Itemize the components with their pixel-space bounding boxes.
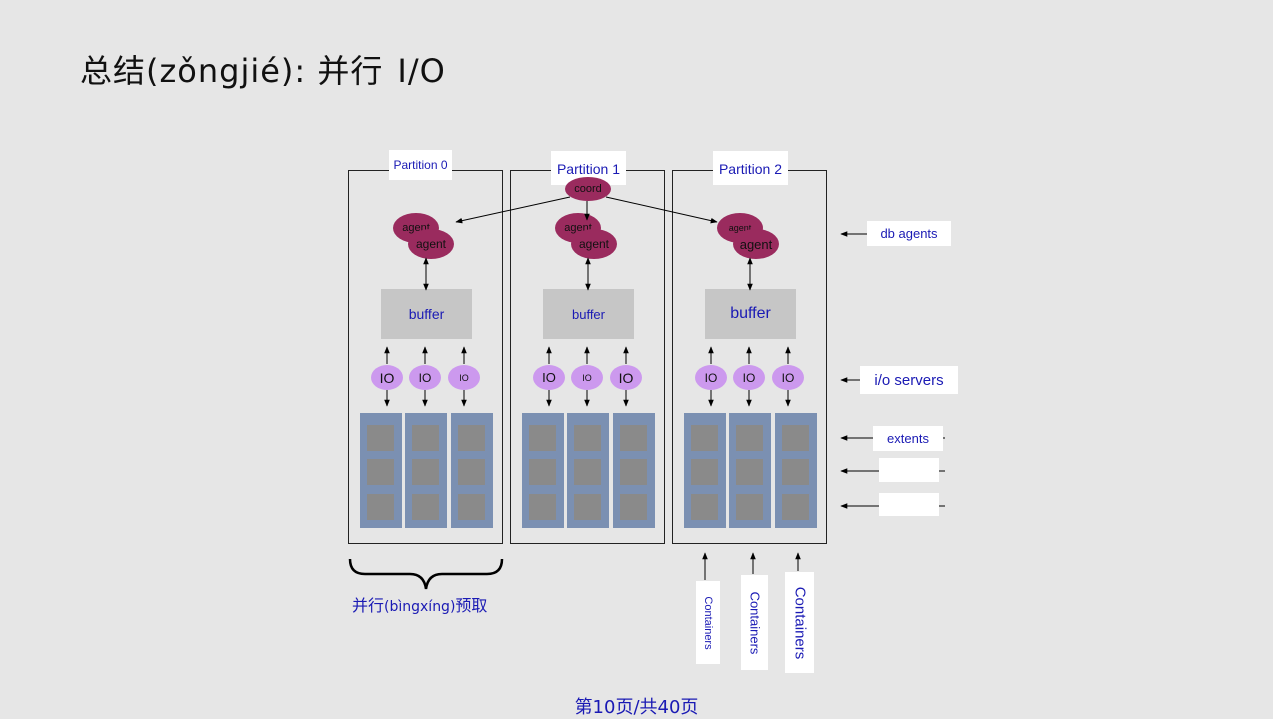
extent — [367, 425, 394, 451]
extent — [782, 494, 809, 520]
extent — [412, 494, 439, 520]
container-p1-0 — [522, 413, 564, 528]
partition-2-agent-front: agent — [733, 229, 779, 259]
prefetch-caption-b: (bìngxíng) — [384, 599, 456, 615]
partition-0-io-0: IO — [371, 365, 403, 390]
db-agents-label: db agents — [867, 221, 951, 246]
containers-label-2-text: Containers — [791, 586, 808, 659]
partition-2-io-1: IO — [733, 365, 765, 390]
extent — [736, 494, 763, 520]
partition-2-io-0: IO — [695, 365, 727, 390]
container-p1-1 — [567, 413, 609, 528]
containers-label-0-text: Containers — [702, 595, 714, 650]
partition-1-io-0: IO — [533, 365, 565, 390]
coordinator-node: coord — [565, 177, 611, 201]
container-p0-2 — [451, 413, 493, 528]
prefetch-caption-c: 预取 — [455, 596, 488, 615]
container-p1-2 — [613, 413, 655, 528]
extent — [529, 494, 556, 520]
container-p0-0 — [360, 413, 402, 528]
page-counter: 第10页/共40页 — [574, 697, 699, 718]
extent-label-blank-2 — [879, 493, 939, 516]
partition-1-io-1: IO — [571, 365, 603, 390]
partition-0-agent-front: agent — [408, 229, 454, 259]
partition-2-label: Partition 2 — [713, 151, 788, 185]
extent — [782, 425, 809, 451]
partition-2-io-2: IO — [772, 365, 804, 390]
extent — [574, 459, 601, 485]
partition-0-buffer: buffer — [381, 289, 472, 339]
extent — [691, 425, 718, 451]
partition-1-io-2: IO — [610, 365, 642, 390]
extent — [367, 459, 394, 485]
container-p2-1 — [729, 413, 771, 528]
extent — [529, 459, 556, 485]
containers-label-2: Containers — [785, 572, 814, 673]
extent — [782, 459, 809, 485]
extent — [458, 459, 485, 485]
extent — [529, 425, 556, 451]
extent — [574, 425, 601, 451]
extent — [367, 494, 394, 520]
io-servers-label: i/o servers — [860, 366, 958, 394]
page-title: 总结(zǒngjié): 并行 I/O — [80, 46, 446, 92]
partition-0-io-2: IO — [448, 365, 480, 390]
prefetch-caption: 并行(bìngxíng)预取 — [352, 592, 487, 616]
extent — [736, 459, 763, 485]
extent — [574, 494, 601, 520]
partition-0-label: Partition 0 — [389, 150, 452, 180]
title-suffix: I/O — [397, 52, 446, 90]
containers-label-0: Containers — [696, 581, 720, 664]
title-prefix: 总结(zǒngjié): 并行 — [80, 52, 384, 90]
extent — [691, 494, 718, 520]
partition-1-agent-front: agent — [571, 229, 617, 259]
extent — [620, 425, 647, 451]
container-p2-0 — [684, 413, 726, 528]
containers-label-1: Containers — [741, 575, 768, 670]
extents-label: extents — [873, 426, 943, 451]
prefetch-brace — [348, 558, 504, 590]
extent — [458, 425, 485, 451]
containers-label-1-text: Containers — [747, 591, 762, 654]
prefetch-caption-a: 并行 — [352, 596, 385, 615]
extent — [691, 459, 718, 485]
extent — [736, 425, 763, 451]
extent — [412, 459, 439, 485]
extent — [620, 494, 647, 520]
extent — [458, 494, 485, 520]
extent — [412, 425, 439, 451]
extent-label-blank-1 — [879, 458, 939, 482]
partition-1-buffer: buffer — [543, 289, 634, 339]
extent — [620, 459, 647, 485]
partition-0-io-1: IO — [409, 365, 441, 390]
partition-2-buffer: buffer — [705, 289, 796, 339]
container-p2-2 — [775, 413, 817, 528]
container-p0-1 — [405, 413, 447, 528]
